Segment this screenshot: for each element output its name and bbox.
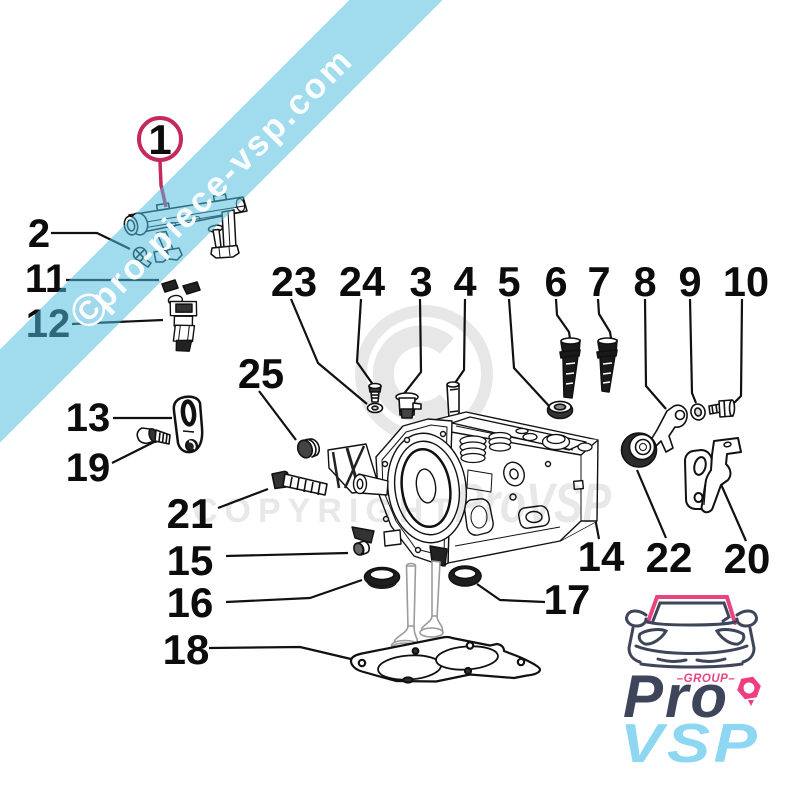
svg-text:6: 6 [544,258,567,305]
svg-text:10: 10 [723,258,769,305]
svg-text:COPYRIGHT: COPYRIGHT [193,492,458,530]
svg-text:16: 16 [167,579,214,626]
svg-text:13: 13 [66,396,111,440]
svg-text:VSP: VSP [620,713,760,774]
svg-text:9: 9 [678,258,701,305]
svg-text:24: 24 [339,258,385,305]
svg-text:3: 3 [409,258,432,305]
svg-text:4: 4 [453,258,476,305]
svg-text:14: 14 [578,533,625,580]
svg-text:21: 21 [167,490,214,537]
svg-text:Pro: Pro [623,663,729,730]
svg-text:5: 5 [497,258,520,305]
svg-text:18: 18 [163,626,210,673]
svg-text:7: 7 [587,258,610,305]
svg-text:–GROUP–: –GROUP– [677,673,736,685]
svg-text:19: 19 [66,446,111,490]
svg-text:8: 8 [633,258,656,305]
svg-text:15: 15 [167,537,214,584]
svg-text:25: 25 [238,350,284,397]
svg-text:1: 1 [148,116,171,163]
svg-text:22: 22 [646,534,693,581]
svg-text:23: 23 [271,258,317,305]
svg-text:ProVSP: ProVSP [455,471,612,534]
svg-text:20: 20 [724,535,771,582]
svg-text:2: 2 [28,212,50,256]
svg-text:17: 17 [544,576,591,623]
